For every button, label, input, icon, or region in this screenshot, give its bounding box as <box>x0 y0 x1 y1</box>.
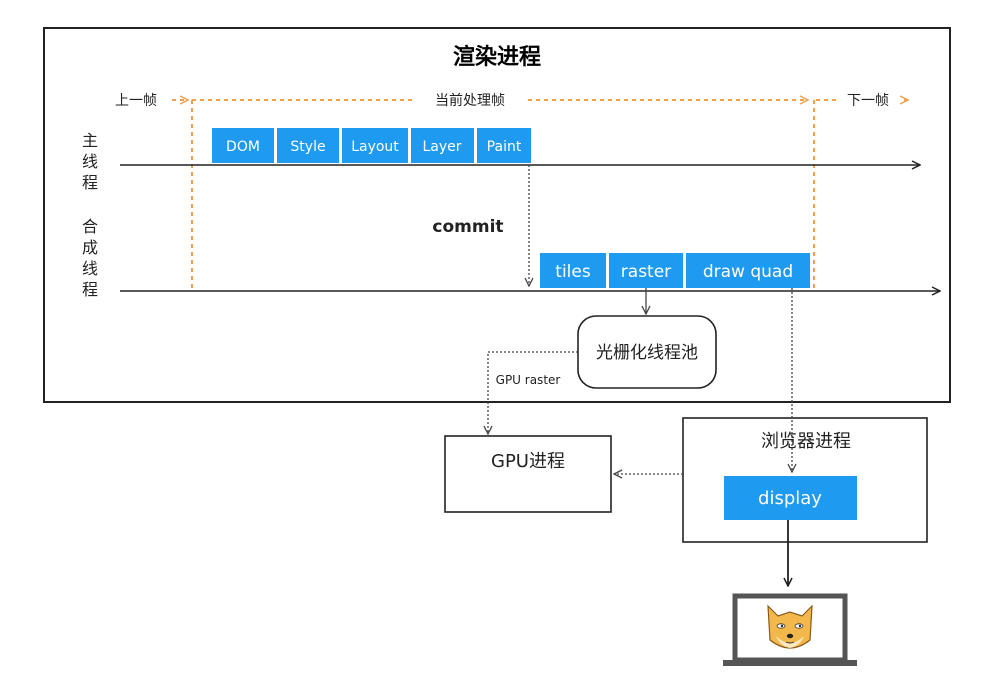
current-frame-label: 当前处理帧 <box>435 92 505 109</box>
display-label: display <box>758 488 822 509</box>
compositor-thread-char: 线 <box>82 259 98 278</box>
gpu-raster-arrow <box>488 351 578 434</box>
main-thread-char: 线 <box>82 152 98 171</box>
doge-face-icon <box>767 604 813 649</box>
main-stage-dom-label: DOM <box>226 139 260 155</box>
compositor-thread-label: 合 成 线 程 <box>82 217 98 299</box>
main-stage-style: Style <box>277 128 339 163</box>
gpu-raster-label: GPU raster <box>496 373 561 387</box>
compositor-stage-tiles: tiles <box>540 253 606 288</box>
main-stage-layer: Layer <box>411 128 474 163</box>
gpu-process-label: GPU进程 <box>491 451 565 472</box>
compositor-stage-tiles-label: tiles <box>555 262 591 282</box>
compositor-thread-char: 程 <box>82 280 98 299</box>
renderer-process-title: 渲染进程 <box>453 44 541 70</box>
compositor-thread-char: 合 <box>82 217 98 236</box>
main-stage-layout-label: Layout <box>351 139 399 155</box>
compositor-thread-char: 成 <box>82 238 98 257</box>
main-thread-char: 程 <box>82 173 98 192</box>
compositor-stage-raster-label: raster <box>621 262 671 282</box>
main-stage-layer-label: Layer <box>422 139 461 155</box>
main-stage-paint-label: Paint <box>487 139 522 155</box>
main-thread-label: 主 线 程 <box>82 131 98 192</box>
compositor-stage-draw-quad-label: draw quad <box>703 262 793 282</box>
next-frame-label: 下一帧 <box>847 93 889 109</box>
commit-label: commit <box>432 217 503 237</box>
main-stage-dom: DOM <box>212 128 274 163</box>
compositor-stage-raster: raster <box>609 253 683 288</box>
browser-process-label: 浏览器进程 <box>761 431 851 452</box>
gpu-process-box <box>444 435 612 513</box>
prev-frame-label: 上一帧 <box>115 93 157 109</box>
main-stage-paint: Paint <box>477 128 531 163</box>
display-block: display <box>724 476 857 520</box>
compositor-stage-draw-quad: draw quad <box>686 253 810 288</box>
main-thread-char: 主 <box>82 131 98 150</box>
raster-thread-pool-label: 光栅化线程池 <box>596 343 698 363</box>
main-stage-style-label: Style <box>290 139 325 155</box>
main-stage-layout: Layout <box>342 128 408 163</box>
